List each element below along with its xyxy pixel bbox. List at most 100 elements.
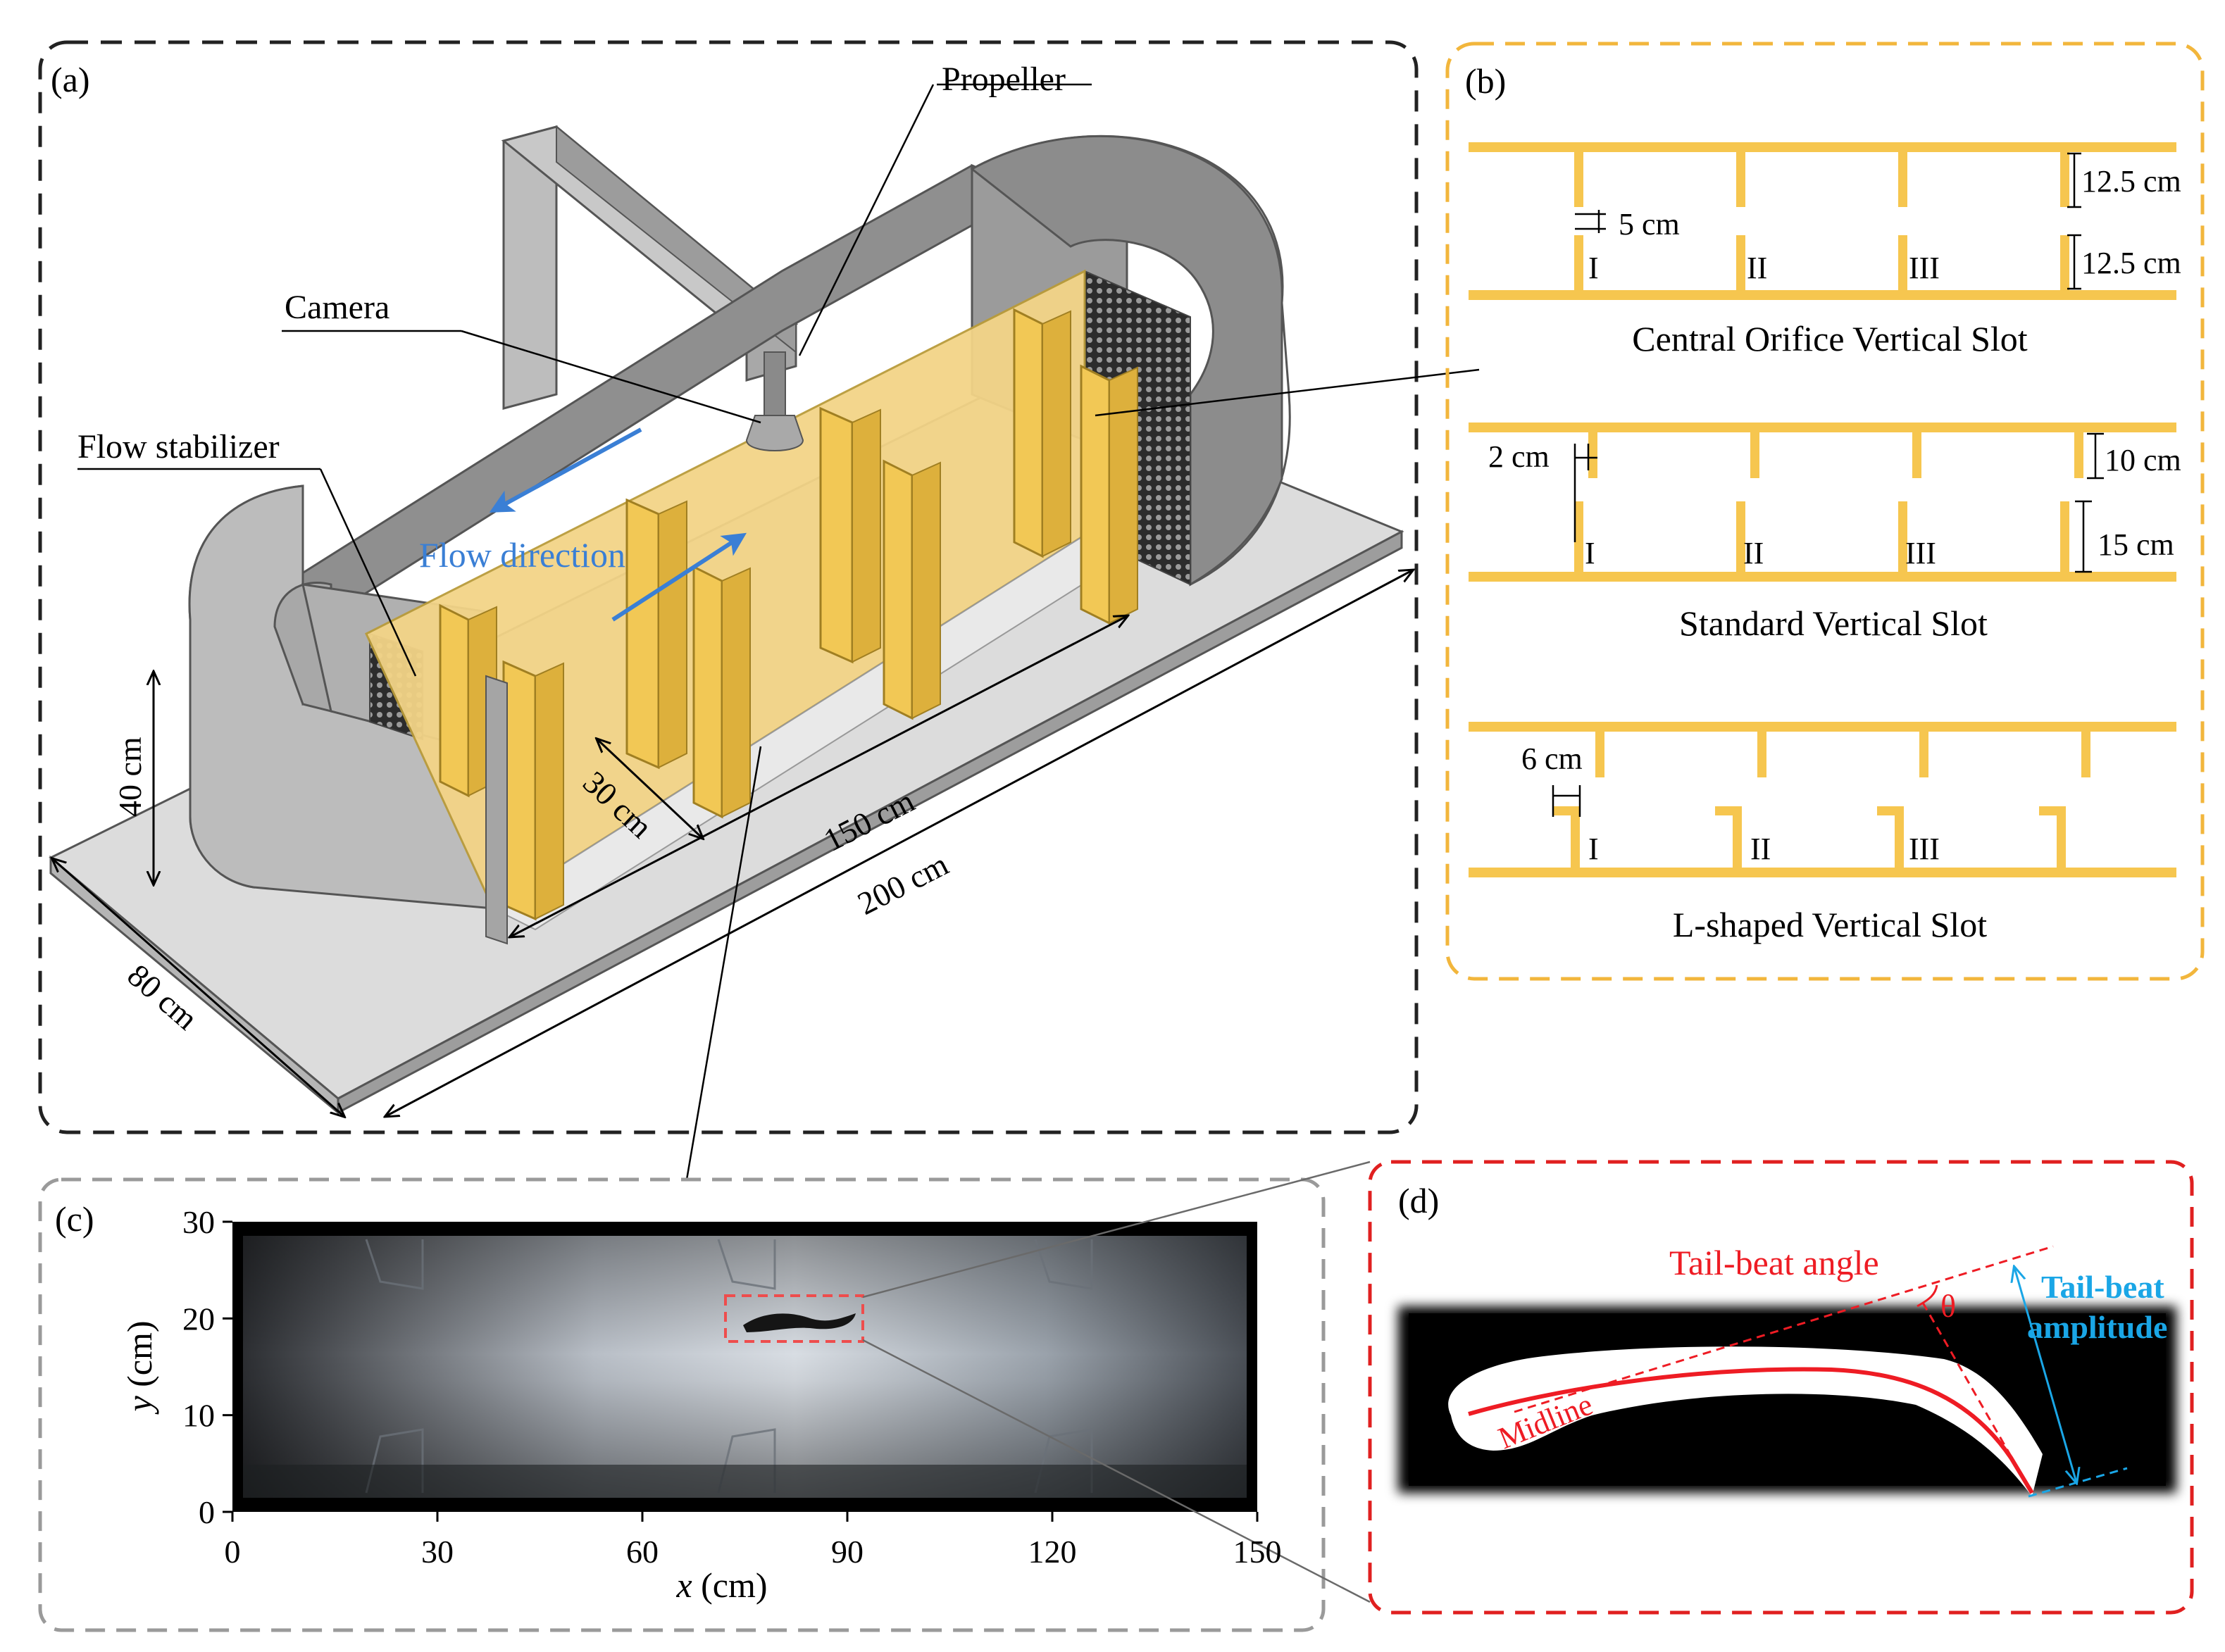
baffle-side — [911, 461, 941, 720]
x-axis-var: x — [675, 1565, 692, 1605]
amplitude-label-line1: Tail-beat — [2041, 1269, 2164, 1305]
midline-curve — [1468, 1367, 2034, 1494]
camera-label: Camera — [285, 289, 389, 326]
flow-direction-label: Flow direction — [419, 535, 625, 575]
amplitude-label-line2: amplitude — [2027, 1309, 2167, 1345]
dim1-bottom-label: 12.5 cm — [2081, 246, 2181, 280]
baffle-upper — [1912, 432, 1921, 478]
roman-3: III — [1905, 536, 1936, 570]
dim2-top-label: 10 cm — [2105, 443, 2181, 477]
design-central-orifice — [1469, 142, 2176, 300]
baffle-upper — [1750, 432, 1759, 478]
camera-icon — [745, 415, 804, 451]
x-tick-label: 150 — [1233, 1534, 1282, 1570]
photo-baffle-shadows — [365, 1239, 1093, 1494]
dim2-a-label: 2 cm — [1488, 439, 1550, 474]
video-frame-shade — [243, 1236, 1247, 1498]
baffle-upper — [1736, 152, 1745, 207]
baffle-upper — [1757, 732, 1766, 777]
y-axis-unit: (cm) — [120, 1320, 159, 1396]
y-tick-label: 30 — [182, 1204, 215, 1240]
propeller-label: Propeller — [942, 61, 1066, 98]
dim1-top-label: 12.5 cm — [2081, 164, 2181, 199]
baffle-lower-foot — [1715, 806, 1742, 815]
flow-stabilizer-label: Flow stabilizer — [77, 428, 280, 465]
dim-length-label: 200 cm — [852, 846, 954, 922]
baffle — [883, 459, 914, 720]
panel-a-tag: (a) — [51, 60, 90, 99]
panel-b: (b) 5 cm 12.5 cm 12.5 cm I II III Centra… — [1445, 42, 2205, 981]
tail-beat-reference-line — [1514, 1245, 2054, 1413]
baffle-side — [535, 662, 564, 920]
channel-top-wall — [1469, 423, 2176, 432]
panel-b-tag: (b) — [1465, 61, 1506, 101]
x-tick-label: 30 — [421, 1534, 454, 1570]
photo-bottom-strip — [243, 1465, 1247, 1498]
x-axis-unit: (cm) — [692, 1565, 768, 1605]
baffle-side — [852, 408, 881, 663]
baffle-lower-foot — [1877, 806, 1904, 815]
y-axis-label: y (cm) — [120, 1320, 159, 1415]
flow-arrow-upstream — [489, 427, 642, 513]
baffle-lower — [1895, 806, 1904, 868]
channel-bottom-wall — [1469, 290, 2176, 300]
design3-title: L-shaped Vertical Slot — [1673, 905, 1987, 944]
dim3-a-label: 6 cm — [1521, 741, 1583, 776]
baffle-upper — [2074, 432, 2083, 478]
panel-c-frame — [38, 1177, 1326, 1632]
baffle-lower — [1898, 501, 1907, 572]
baffle — [625, 498, 660, 770]
baffle-lower-foot — [2039, 806, 2066, 815]
roman-1: I — [1588, 251, 1599, 285]
design-l-shaped — [1469, 722, 2176, 877]
theta-arc — [1917, 1284, 1938, 1308]
x-tick-label: 60 — [626, 1534, 659, 1570]
baffle-upper — [1574, 152, 1583, 207]
camera-leader — [461, 330, 761, 424]
support-arm-side — [556, 125, 797, 354]
baffle-lower — [1574, 501, 1583, 572]
baffle — [692, 565, 723, 819]
design-standard — [1469, 423, 2176, 582]
baffle-lower — [2060, 235, 2069, 290]
panel-d: (d) Tail-beat angle θ Tail-beat amplitud… — [1368, 1160, 2194, 1615]
y-tick-label: 0 — [199, 1494, 215, 1530]
baffle — [439, 603, 470, 798]
zoom-leader-bottom — [862, 1339, 1371, 1603]
panel-d-tag: (d) — [1398, 1181, 1439, 1220]
front-wall-edge — [485, 675, 508, 945]
leader-a-to-c — [685, 746, 762, 1180]
fish-silhouette — [743, 1313, 856, 1332]
baffle-upper — [1919, 732, 1928, 777]
roman-3: III — [1909, 832, 1940, 866]
tail-angle-line — [1921, 1302, 2033, 1494]
fish-outline — [1448, 1346, 2043, 1496]
baffle-lower — [1574, 235, 1583, 290]
baffle-side — [1109, 366, 1138, 625]
baffle — [502, 660, 537, 921]
baffle-lower — [1898, 235, 1907, 290]
baffle-upper — [1898, 152, 1907, 207]
design1-title: Central Orifice Vertical Slot — [1632, 319, 2028, 358]
baffle — [1080, 364, 1111, 625]
roman-2: II — [1747, 251, 1767, 285]
baffle-lower — [1736, 235, 1745, 290]
x-tick-label: 120 — [1028, 1534, 1077, 1570]
roman-3: III — [1909, 251, 1940, 285]
baffle — [1013, 308, 1044, 558]
baffle-side — [1042, 310, 1071, 558]
x-tick-label: 90 — [831, 1534, 864, 1570]
dim-height-label: 40 cm — [112, 737, 148, 817]
baffle-lower-foot — [1553, 806, 1580, 815]
baffle-upper — [1588, 432, 1597, 478]
baffle-side — [658, 500, 687, 769]
panel-a: (a) — [38, 40, 1480, 1180]
roman-2: II — [1743, 536, 1764, 570]
panel-a-frame — [38, 40, 1419, 1134]
dim-width-line — [53, 859, 344, 1116]
channel-top-wall — [1469, 142, 2176, 152]
dim-length-line — [386, 570, 1412, 1116]
amplitude-arrow — [2014, 1268, 2076, 1482]
